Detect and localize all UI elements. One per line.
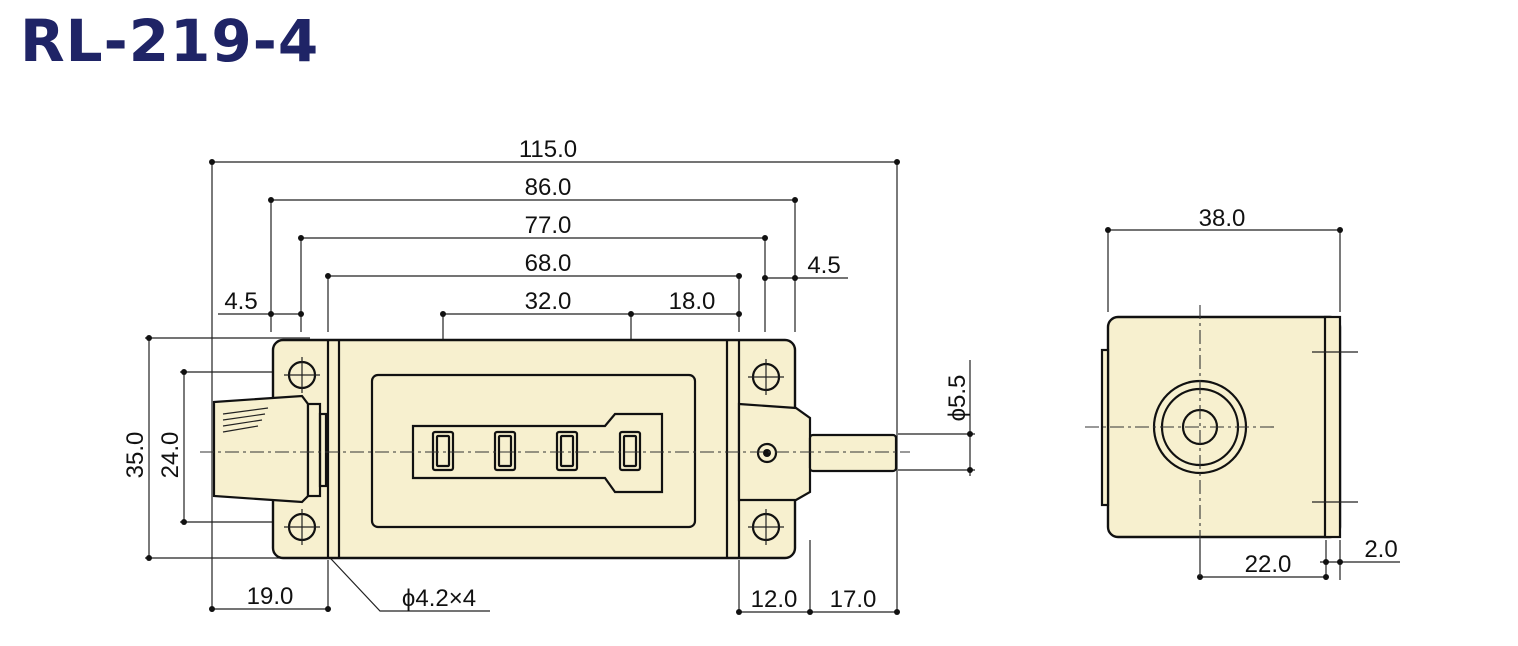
dim-overall-length: 115.0 — [519, 136, 577, 163]
dim-right-offset: 4.5 — [807, 252, 840, 279]
counter-body — [271, 338, 797, 560]
dim-height: 35.0 — [122, 432, 149, 479]
dim-left-offset: 4.5 — [224, 288, 257, 315]
drive-lever — [737, 402, 898, 502]
dimension-lines — [146, 159, 973, 615]
dim-32: 32.0 — [525, 288, 572, 315]
dim-shaft-diameter: ϕ5.5 — [944, 375, 971, 422]
mounting-holes — [284, 357, 784, 545]
reset-knob — [212, 394, 328, 504]
dim-17: 17.0 — [830, 586, 877, 613]
dim-side-width: 38.0 — [1199, 205, 1246, 232]
dim-77: 77.0 — [525, 212, 572, 239]
drawing-title: RL-219-4 — [20, 7, 320, 75]
dim-side-flange: 2.0 — [1364, 536, 1397, 563]
front-view: 115.0 86.0 77.0 68.0 32.0 18.0 4.5 4.5 3… — [122, 136, 975, 615]
front-dimension-labels: 115.0 86.0 77.0 68.0 32.0 18.0 4.5 4.5 3… — [122, 136, 971, 613]
dim-side-depth: 22.0 — [1245, 551, 1292, 578]
dim-86: 86.0 — [525, 174, 572, 201]
dim-left-margin: 19.0 — [247, 583, 294, 610]
side-dimension-lines — [1105, 227, 1400, 580]
side-dimension-labels: 38.0 22.0 2.0 — [1199, 205, 1398, 578]
side-view: 38.0 22.0 2.0 — [1085, 205, 1400, 580]
dim-18: 18.0 — [669, 288, 716, 315]
dim-hole-pitch: 24.0 — [157, 432, 184, 479]
dim-12: 12.0 — [751, 586, 798, 613]
dim-68: 68.0 — [525, 250, 572, 277]
side-center-lines — [1085, 305, 1275, 580]
dim-hole-callout: ϕ4.2×4 — [402, 585, 476, 612]
